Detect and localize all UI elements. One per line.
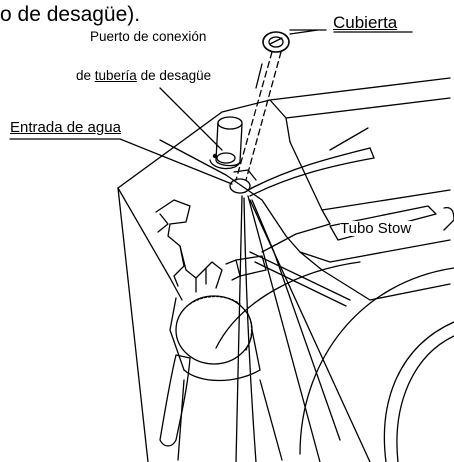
stow-tube-end — [369, 147, 375, 159]
tool-line-3 — [251, 199, 341, 441]
stow-slot-end — [443, 206, 454, 231]
cover-label: Cubierta — [333, 13, 398, 32]
bracket-arm — [185, 261, 223, 289]
pump-cap-teeth — [189, 295, 253, 351]
bracket-arm-2 — [173, 245, 185, 287]
housing-shelf — [321, 189, 451, 211]
heading-fragment: o de desagüe). — [0, 3, 141, 26]
boss — [235, 255, 267, 277]
water-inlet-leader — [9, 138, 233, 185]
drain-pipe-base-shadow — [209, 159, 241, 170]
drain-port-underlined: tubería — [94, 68, 137, 83]
water-inlet-tab — [233, 169, 257, 181]
recess-inner — [383, 321, 454, 462]
housing-groove-2 — [254, 261, 347, 307]
stow-tube-branch — [329, 127, 369, 151]
stow-tube-label: Tubo Stow — [340, 220, 412, 237]
housing-top-ridge — [159, 139, 263, 201]
housing-step — [261, 223, 331, 253]
tool-line-4 — [235, 195, 243, 462]
drain-port-label-line2: de tubería de desagüe — [76, 69, 211, 83]
stow-tube — [247, 147, 371, 191]
housing-front-face — [269, 99, 331, 225]
drain-port-suffix: de desagüe — [136, 68, 212, 83]
housing-outline — [117, 77, 451, 189]
housing-left-edge — [117, 187, 149, 462]
pump-cap — [175, 295, 253, 365]
stow-tube-2 — [249, 157, 375, 197]
boss-top — [225, 259, 241, 281]
drain-port-leader — [159, 87, 223, 151]
drain-pipe-dot — [212, 153, 218, 159]
recess-inner-2 — [396, 335, 454, 462]
pump-lower — [183, 369, 261, 382]
cover-cap-slot — [269, 37, 283, 45]
housing-inner-left — [117, 187, 183, 301]
water-inlet-label: Entrada de agua — [10, 119, 121, 136]
housing-lower-ridge-2 — [299, 251, 451, 301]
recess-arc — [215, 261, 361, 349]
cover-leader — [289, 29, 327, 35]
drain-port-label-line1: Puerto de conexión — [90, 29, 207, 44]
pump-body-left — [169, 297, 185, 371]
cover-alignment-2 — [245, 51, 282, 181]
tool-line-1 — [247, 195, 321, 462]
pump-body-right — [251, 329, 261, 371]
drain-pipe-base — [216, 152, 236, 164]
stow-slot — [329, 205, 437, 241]
bracket-2 — [157, 213, 169, 233]
drain-port-prefix: de — [76, 68, 95, 83]
water-inlet-hole — [229, 178, 251, 194]
cover-cap — [262, 31, 290, 53]
left-slot — [159, 354, 191, 447]
housing-right-panel — [285, 97, 451, 119]
bracket-detail — [195, 267, 207, 293]
cover-cap-inner — [268, 36, 284, 48]
recess-outer — [299, 267, 454, 455]
tool-line-5 — [243, 197, 257, 462]
cover-alignment-1 — [235, 51, 273, 181]
pump-lower-2 — [177, 379, 185, 461]
pump-lower-3 — [259, 379, 283, 461]
housing-groove — [249, 251, 351, 301]
drain-pipe-top — [217, 116, 243, 130]
bracket — [155, 199, 191, 271]
port-slash — [255, 63, 263, 89]
